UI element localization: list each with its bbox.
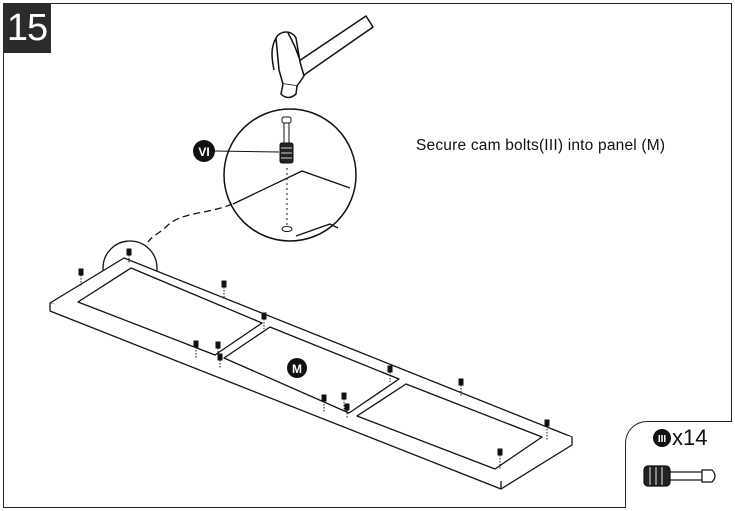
cam-bolt-icon	[643, 465, 716, 487]
panel-m-frame	[49, 257, 573, 490]
callout-vi-label: VI	[198, 145, 209, 159]
callout-m-label: M	[292, 362, 302, 376]
cam-bolt-quantity: x14	[672, 425, 708, 450]
cam-bolt-part-badge: III	[653, 429, 671, 447]
instruction-text: Secure cam bolts(III) into panel (M)	[416, 137, 666, 154]
hammer-icon	[271, 15, 374, 99]
magnifier-detail-circle	[213, 108, 357, 242]
cam-bolt-markers	[78, 248, 550, 469]
step-number-badge: 15	[3, 3, 51, 53]
detail-leader-line	[147, 203, 233, 243]
parts-quantity-box	[625, 421, 732, 508]
cam-bolt-part-label: III	[658, 434, 667, 445]
callout-m-badge: M	[287, 358, 307, 378]
callout-vi-badge: VI	[193, 140, 215, 162]
cam-bolt-detail-icon	[279, 116, 294, 164]
